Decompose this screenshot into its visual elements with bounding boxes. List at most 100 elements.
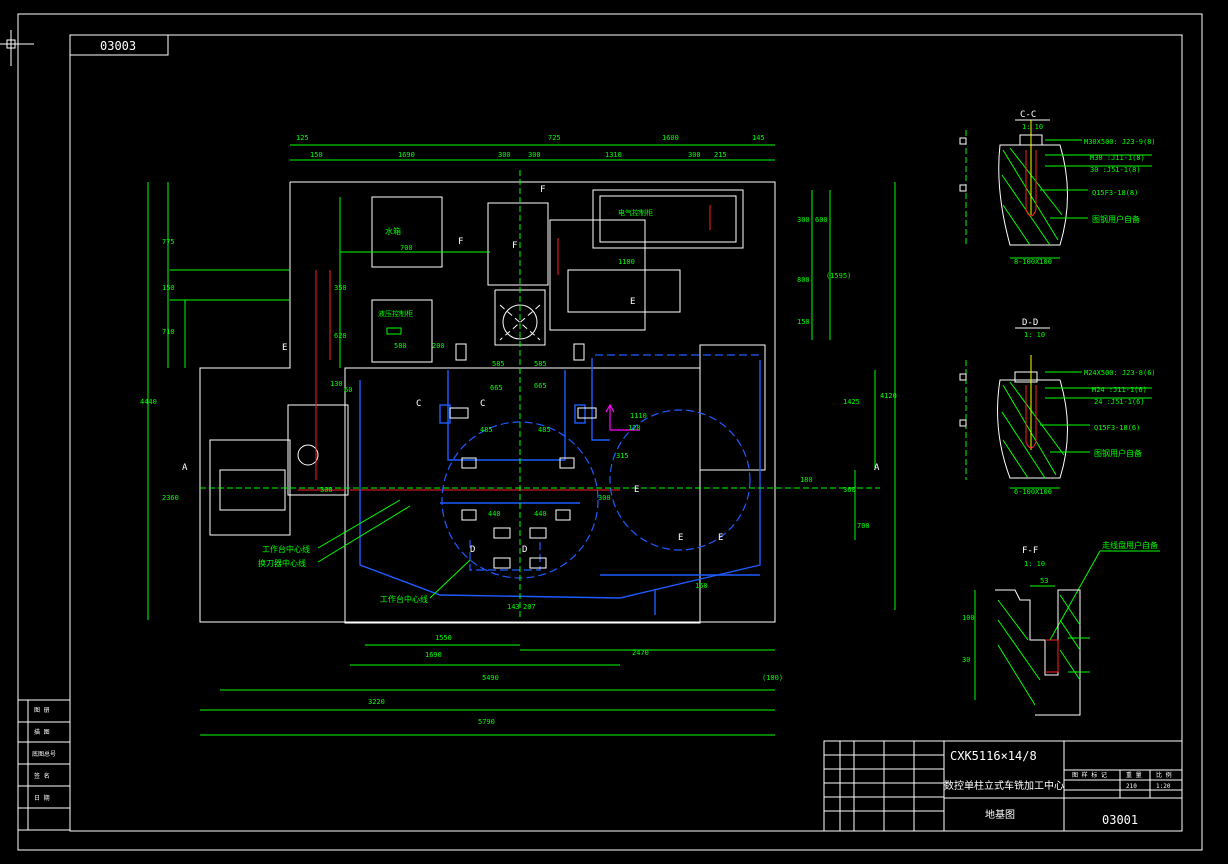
svg-text:D: D	[470, 545, 475, 555]
svg-text:E: E	[630, 297, 635, 307]
svg-text:日 期: 日 期	[34, 794, 50, 802]
svg-text:描 图: 描 图	[34, 728, 50, 736]
svg-text:图钢用户自备: 图钢用户自备	[1092, 214, 1140, 224]
svg-text:300: 300	[598, 494, 611, 502]
svg-text:775: 775	[162, 238, 175, 246]
svg-text:150: 150	[797, 318, 810, 326]
cc-foundation	[998, 144, 1068, 246]
svg-text:4440: 4440	[140, 398, 157, 406]
svg-text:53: 53	[1040, 577, 1048, 585]
svg-text:600: 600	[815, 216, 828, 224]
svg-text:图 样 标 记: 图 样 标 记	[1072, 771, 1107, 779]
svg-text:图 册: 图 册	[34, 707, 50, 714]
svg-text:E: E	[282, 343, 287, 353]
svg-text:1690: 1690	[425, 651, 442, 659]
svg-text:24 :J51-1(6): 24 :J51-1(6)	[1094, 398, 1145, 406]
left-strip: 图 册 描 图 底图总号 签 名 日 期	[17, 699, 71, 831]
svg-text:30 :J51-1(8): 30 :J51-1(8)	[1090, 166, 1141, 174]
machine-name: 数控单柱立式车铣加工中心	[944, 779, 1064, 792]
svg-text:换刀器中心线: 换刀器中心线	[258, 558, 306, 568]
svg-text:210: 210	[1126, 783, 1137, 790]
svg-text:585: 585	[534, 360, 547, 368]
svg-text:D: D	[522, 545, 527, 555]
svg-text:665: 665	[534, 382, 547, 390]
svg-text:Q15F3-18(6): Q15F3-18(6)	[1094, 424, 1140, 432]
svg-text:800: 800	[797, 276, 810, 284]
svg-text:150: 150	[695, 582, 708, 590]
svg-text:6-100X100: 6-100X100	[1014, 488, 1052, 496]
svg-text:液压控制柜: 液压控制柜	[378, 309, 413, 318]
svg-text:走线盘用户自备: 走线盘用户自备	[1102, 540, 1158, 550]
svg-text:1310: 1310	[605, 151, 622, 159]
hydraulic-cabinet	[371, 299, 433, 363]
svg-text:725: 725	[548, 134, 561, 142]
svg-text:水箱: 水箱	[385, 226, 401, 236]
svg-text:300: 300	[528, 151, 541, 159]
svg-text:4120: 4120	[880, 392, 897, 400]
crosshair-icon	[0, 30, 34, 66]
svg-text:120: 120	[628, 424, 641, 432]
drawing-title: 地基图	[985, 808, 1015, 821]
svg-text:1425: 1425	[843, 398, 860, 406]
svg-text:F: F	[512, 241, 517, 251]
svg-text:60: 60	[344, 386, 352, 394]
svg-text:150: 150	[310, 151, 323, 159]
section-f-f: F-F 1: 10 走线盘用户自备 53 100 30	[962, 540, 1160, 716]
svg-text:180: 180	[800, 476, 813, 484]
svg-text:电气控制柜: 电气控制柜	[618, 208, 653, 217]
svg-text:M30 :J11-1(8): M30 :J11-1(8)	[1090, 154, 1145, 162]
machine-pit	[359, 360, 761, 599]
svg-text:700: 700	[857, 522, 870, 530]
electric-cabinet	[592, 189, 744, 249]
svg-text:M24 :J11-1(6): M24 :J11-1(6)	[1092, 386, 1147, 394]
svg-text:440: 440	[488, 510, 501, 518]
svg-text:1110: 1110	[630, 412, 647, 420]
ff-foundation	[995, 589, 1081, 716]
svg-text:F: F	[458, 237, 463, 247]
svg-text:1550: 1550	[435, 634, 452, 642]
svg-text:重 量: 重 量	[1126, 771, 1142, 779]
inner-frame	[69, 34, 1183, 832]
svg-text:M30X500: J23-9(8): M30X500: J23-9(8)	[1084, 138, 1156, 146]
svg-text:A: A	[182, 463, 188, 473]
svg-text:(100): (100)	[762, 674, 783, 682]
svg-text:350: 350	[334, 284, 347, 292]
title-block: CXK5116×14/8 数控单柱立式车铣加工中心 地基图 03001 图 样 …	[823, 740, 1183, 832]
model-number: CXK5116×14/8	[950, 749, 1037, 763]
svg-text:图钢用户自备: 图钢用户自备	[1094, 448, 1142, 458]
svg-text:3220: 3220	[368, 698, 385, 706]
svg-text:30: 30	[962, 656, 970, 664]
plan-view: 水箱 液压控制柜 电气控制柜	[140, 134, 897, 736]
svg-text:300: 300	[797, 216, 810, 224]
svg-text:1600: 1600	[662, 134, 679, 142]
svg-text:E: E	[718, 533, 723, 543]
drawing-number: 03001	[1102, 813, 1138, 827]
svg-text:C: C	[480, 399, 485, 409]
svg-text:315: 315	[616, 452, 629, 460]
svg-text:620: 620	[334, 332, 347, 340]
section-c-c: C-C 1: 10 8-100X100 M30X500: J23-9(8) M3…	[959, 110, 1156, 266]
svg-text:F: F	[540, 185, 545, 195]
water-tank	[371, 196, 443, 268]
svg-text:360: 360	[843, 486, 856, 494]
svg-text:签 名: 签 名	[34, 772, 50, 780]
svg-text:2360: 2360	[162, 494, 179, 502]
svg-text:M24X500: J23-8(6): M24X500: J23-8(6)	[1084, 369, 1156, 377]
svg-text:1: 10: 1: 10	[1024, 331, 1045, 339]
svg-text:485: 485	[480, 426, 493, 434]
svg-text:300: 300	[688, 151, 701, 159]
svg-text:710: 710	[162, 328, 175, 336]
svg-text:C: C	[416, 399, 421, 409]
svg-text:工作台中心线: 工作台中心线	[380, 594, 428, 604]
svg-text:A: A	[874, 463, 880, 473]
svg-text:Q15F3-18(8): Q15F3-18(8)	[1092, 189, 1138, 197]
svg-text:665: 665	[490, 384, 503, 392]
svg-text:215: 215	[714, 151, 727, 159]
svg-text:200: 200	[432, 342, 445, 350]
svg-text:C-C: C-C	[1020, 110, 1036, 120]
svg-text:比 例: 比 例	[1156, 771, 1172, 779]
svg-text:工作台中心线: 工作台中心线	[262, 544, 310, 554]
svg-text:2470: 2470	[632, 649, 649, 657]
outer-frame	[17, 13, 1203, 851]
